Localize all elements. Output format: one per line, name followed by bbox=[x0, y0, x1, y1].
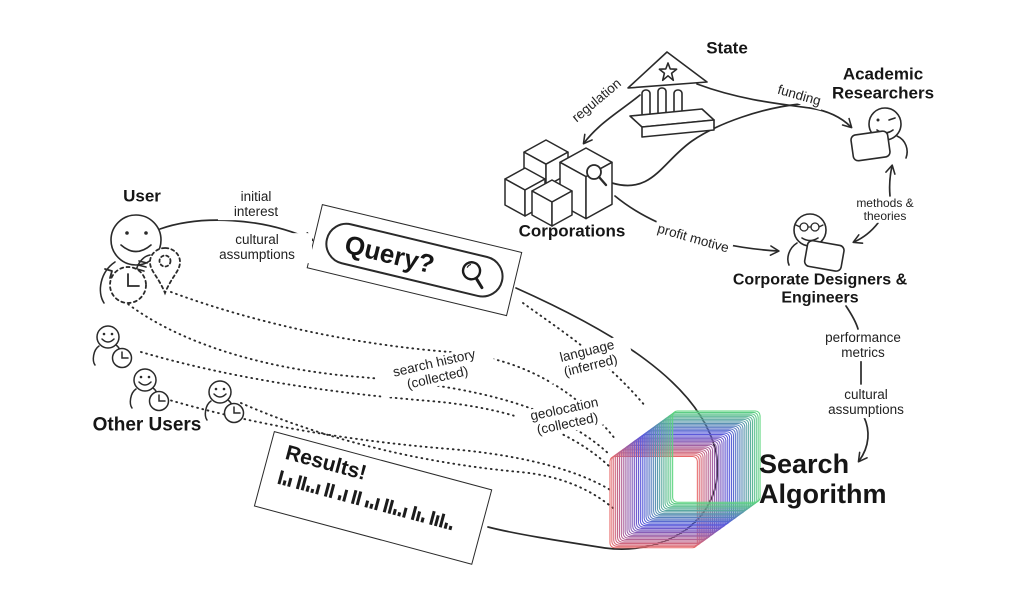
magnifier-on-cube-icon bbox=[586, 164, 608, 187]
barcode-bar bbox=[364, 500, 370, 508]
barcode-bar bbox=[315, 484, 321, 495]
corporations-cubes-icon bbox=[504, 139, 613, 227]
barcode-bar bbox=[369, 503, 374, 510]
query-box: Query? bbox=[306, 204, 523, 317]
other-user-icon-1 bbox=[92, 325, 133, 369]
academic-researchers-label: Academic Researchers bbox=[831, 64, 935, 102]
other-users-label: Other Users bbox=[92, 414, 202, 436]
barcode-bar bbox=[443, 522, 449, 529]
edge-user-to-query bbox=[159, 219, 314, 242]
edge-label-cultural-assumptions-user: cultural assumptions bbox=[202, 232, 312, 263]
algorithm-cube-icon bbox=[609, 410, 761, 549]
barcode-bar bbox=[287, 477, 293, 488]
edge-label-performance-metrics: performance metrics bbox=[805, 330, 921, 361]
corporate-designers-label: Corporate Designers & Engineers bbox=[732, 271, 908, 306]
corporations-label: Corporations bbox=[518, 221, 626, 241]
edge-assumptions-algorithm bbox=[857, 416, 869, 463]
search-bar[interactable]: Query? bbox=[321, 218, 508, 302]
barcode-bar bbox=[282, 480, 287, 486]
edge-theories-down bbox=[852, 222, 879, 244]
designer-icon bbox=[787, 213, 845, 272]
barcode-bar bbox=[305, 485, 310, 492]
edge-methods-up bbox=[885, 164, 896, 197]
user-label: User bbox=[123, 186, 161, 206]
researcher-icon bbox=[850, 107, 908, 162]
search-algorithm-label: Search Algorithm bbox=[759, 449, 887, 510]
edge-corporations-funding bbox=[611, 103, 801, 187]
barcode-bar bbox=[392, 508, 397, 516]
dotted-query-language bbox=[522, 302, 647, 408]
barcode-bar bbox=[337, 494, 342, 501]
query-text: Query? bbox=[342, 228, 438, 279]
barcode-bar bbox=[420, 517, 425, 523]
edge-state-funding bbox=[696, 83, 853, 129]
barcode-bar bbox=[310, 488, 315, 494]
state-label: State bbox=[706, 38, 748, 58]
government-building-icon bbox=[627, 51, 715, 138]
edge-label-initial-interest: initial interest bbox=[218, 189, 294, 220]
location-pin-icon bbox=[149, 247, 181, 296]
history-clock-icon bbox=[104, 266, 147, 304]
barcode-bar bbox=[342, 489, 349, 502]
barcode-bar bbox=[374, 497, 381, 511]
edge-label-methods-theories: methods & theories bbox=[841, 196, 929, 224]
other-user-icon-2 bbox=[129, 368, 170, 412]
edge-designers-metrics bbox=[845, 305, 859, 330]
glasses-icon bbox=[795, 222, 824, 232]
barcode-bar bbox=[402, 507, 408, 518]
edge-regulation bbox=[582, 94, 641, 145]
other-user-icon-3 bbox=[204, 380, 245, 424]
edge-label-cultural-assumptions-designers: cultural assumptions bbox=[811, 387, 921, 418]
magnifier-icon bbox=[461, 261, 484, 290]
barcode-bar bbox=[397, 511, 402, 517]
barcode-bar bbox=[448, 525, 453, 531]
dotted-otheruser1 bbox=[140, 351, 612, 469]
star-icon bbox=[658, 62, 678, 82]
